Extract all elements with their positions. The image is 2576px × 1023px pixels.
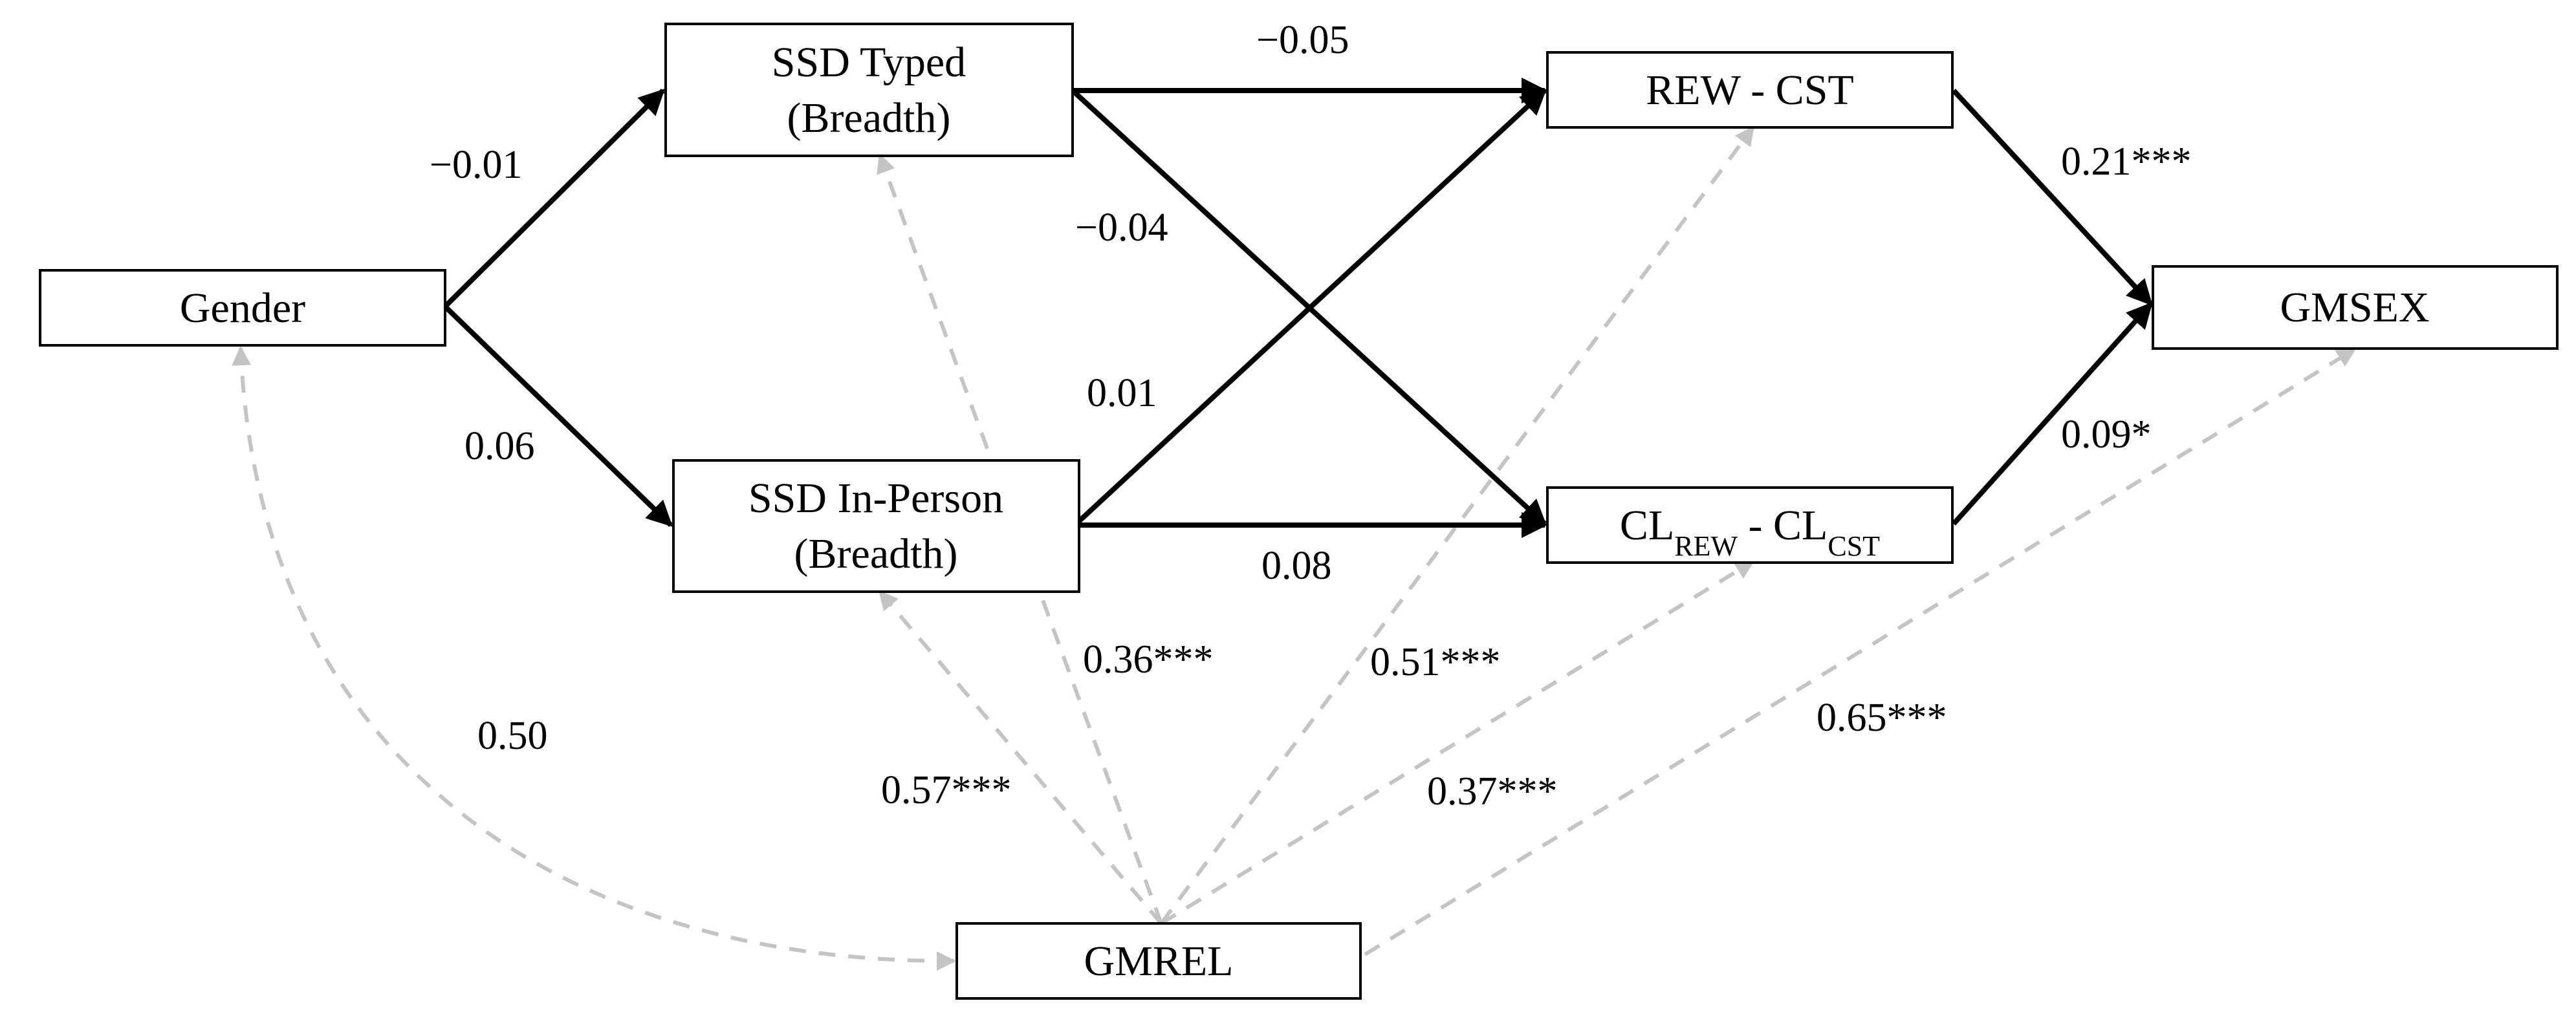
label-inperson-rew: 0.01	[1087, 371, 1157, 415]
label-typed-rew: −0.05	[1256, 18, 1349, 62]
label-gender-inperson: 0.06	[464, 424, 535, 468]
node-ssd-inperson: SSD In-Person (Breadth)	[672, 459, 1080, 593]
node-rew-cst: REW - CST	[1546, 51, 1954, 129]
node-gender: Gender	[39, 269, 446, 347]
node-ssd-inperson-label-2: (Breadth)	[794, 530, 958, 577]
node-gmsex-label: GMSEX	[2280, 284, 2429, 331]
node-ssd-inperson-label-1: SSD In-Person	[748, 475, 1003, 522]
label-inperson-cl: 0.08	[1261, 544, 1332, 588]
path-cl-gmsex	[1952, 302, 2153, 526]
node-gmrel: GMREL	[955, 922, 1362, 1000]
node-ssd-typed-label-1: SSD Typed	[772, 39, 966, 86]
label-gmrel-cl: 0.37***	[1427, 770, 1558, 813]
node-ssd-typed: SSD Typed (Breadth)	[664, 23, 1074, 157]
node-gmrel-label: GMREL	[1084, 938, 1234, 985]
corr-gmrel-inperson	[878, 590, 1163, 925]
corr-gmrel-cl	[1160, 559, 1755, 925]
path-gender-typed	[443, 89, 665, 308]
label-cl-gmsex: 0.09*	[2061, 413, 2152, 457]
node-ssd-typed-label-2: (Breadth)	[787, 94, 951, 142]
path-inperson-rew	[1077, 89, 1547, 523]
corr-gmrel-rew	[1159, 125, 1755, 925]
path-gender-inperson	[443, 305, 673, 527]
label-gmrel-typed: 0.36***	[1083, 638, 1214, 682]
path-rew-gmsex	[1952, 89, 2153, 306]
label-typed-cl: −0.04	[1075, 206, 1168, 250]
label-gmrel-inperson: 0.57***	[881, 768, 1012, 812]
label-rew-gmsex: 0.21***	[2061, 140, 2192, 184]
corr-gmrel-gmsex	[1364, 347, 2357, 956]
node-gender-label: Gender	[180, 285, 305, 332]
corr-gmrel-gender	[232, 346, 956, 971]
node-cl-diff-label: CLREW - CLCST	[1620, 502, 1880, 562]
node-gmsex: GMSEX	[2152, 265, 2559, 350]
label-gmrel-gender: 0.50	[477, 714, 548, 758]
node-cl-diff: CLREW - CLCST	[1546, 486, 1954, 564]
label-gmrel-gmsex: 0.65***	[1817, 696, 1947, 740]
label-gender-typed: −0.01	[430, 143, 522, 187]
node-rew-cst-label: REW - CST	[1646, 67, 1853, 114]
label-gmrel-rew: 0.51***	[1370, 640, 1501, 684]
